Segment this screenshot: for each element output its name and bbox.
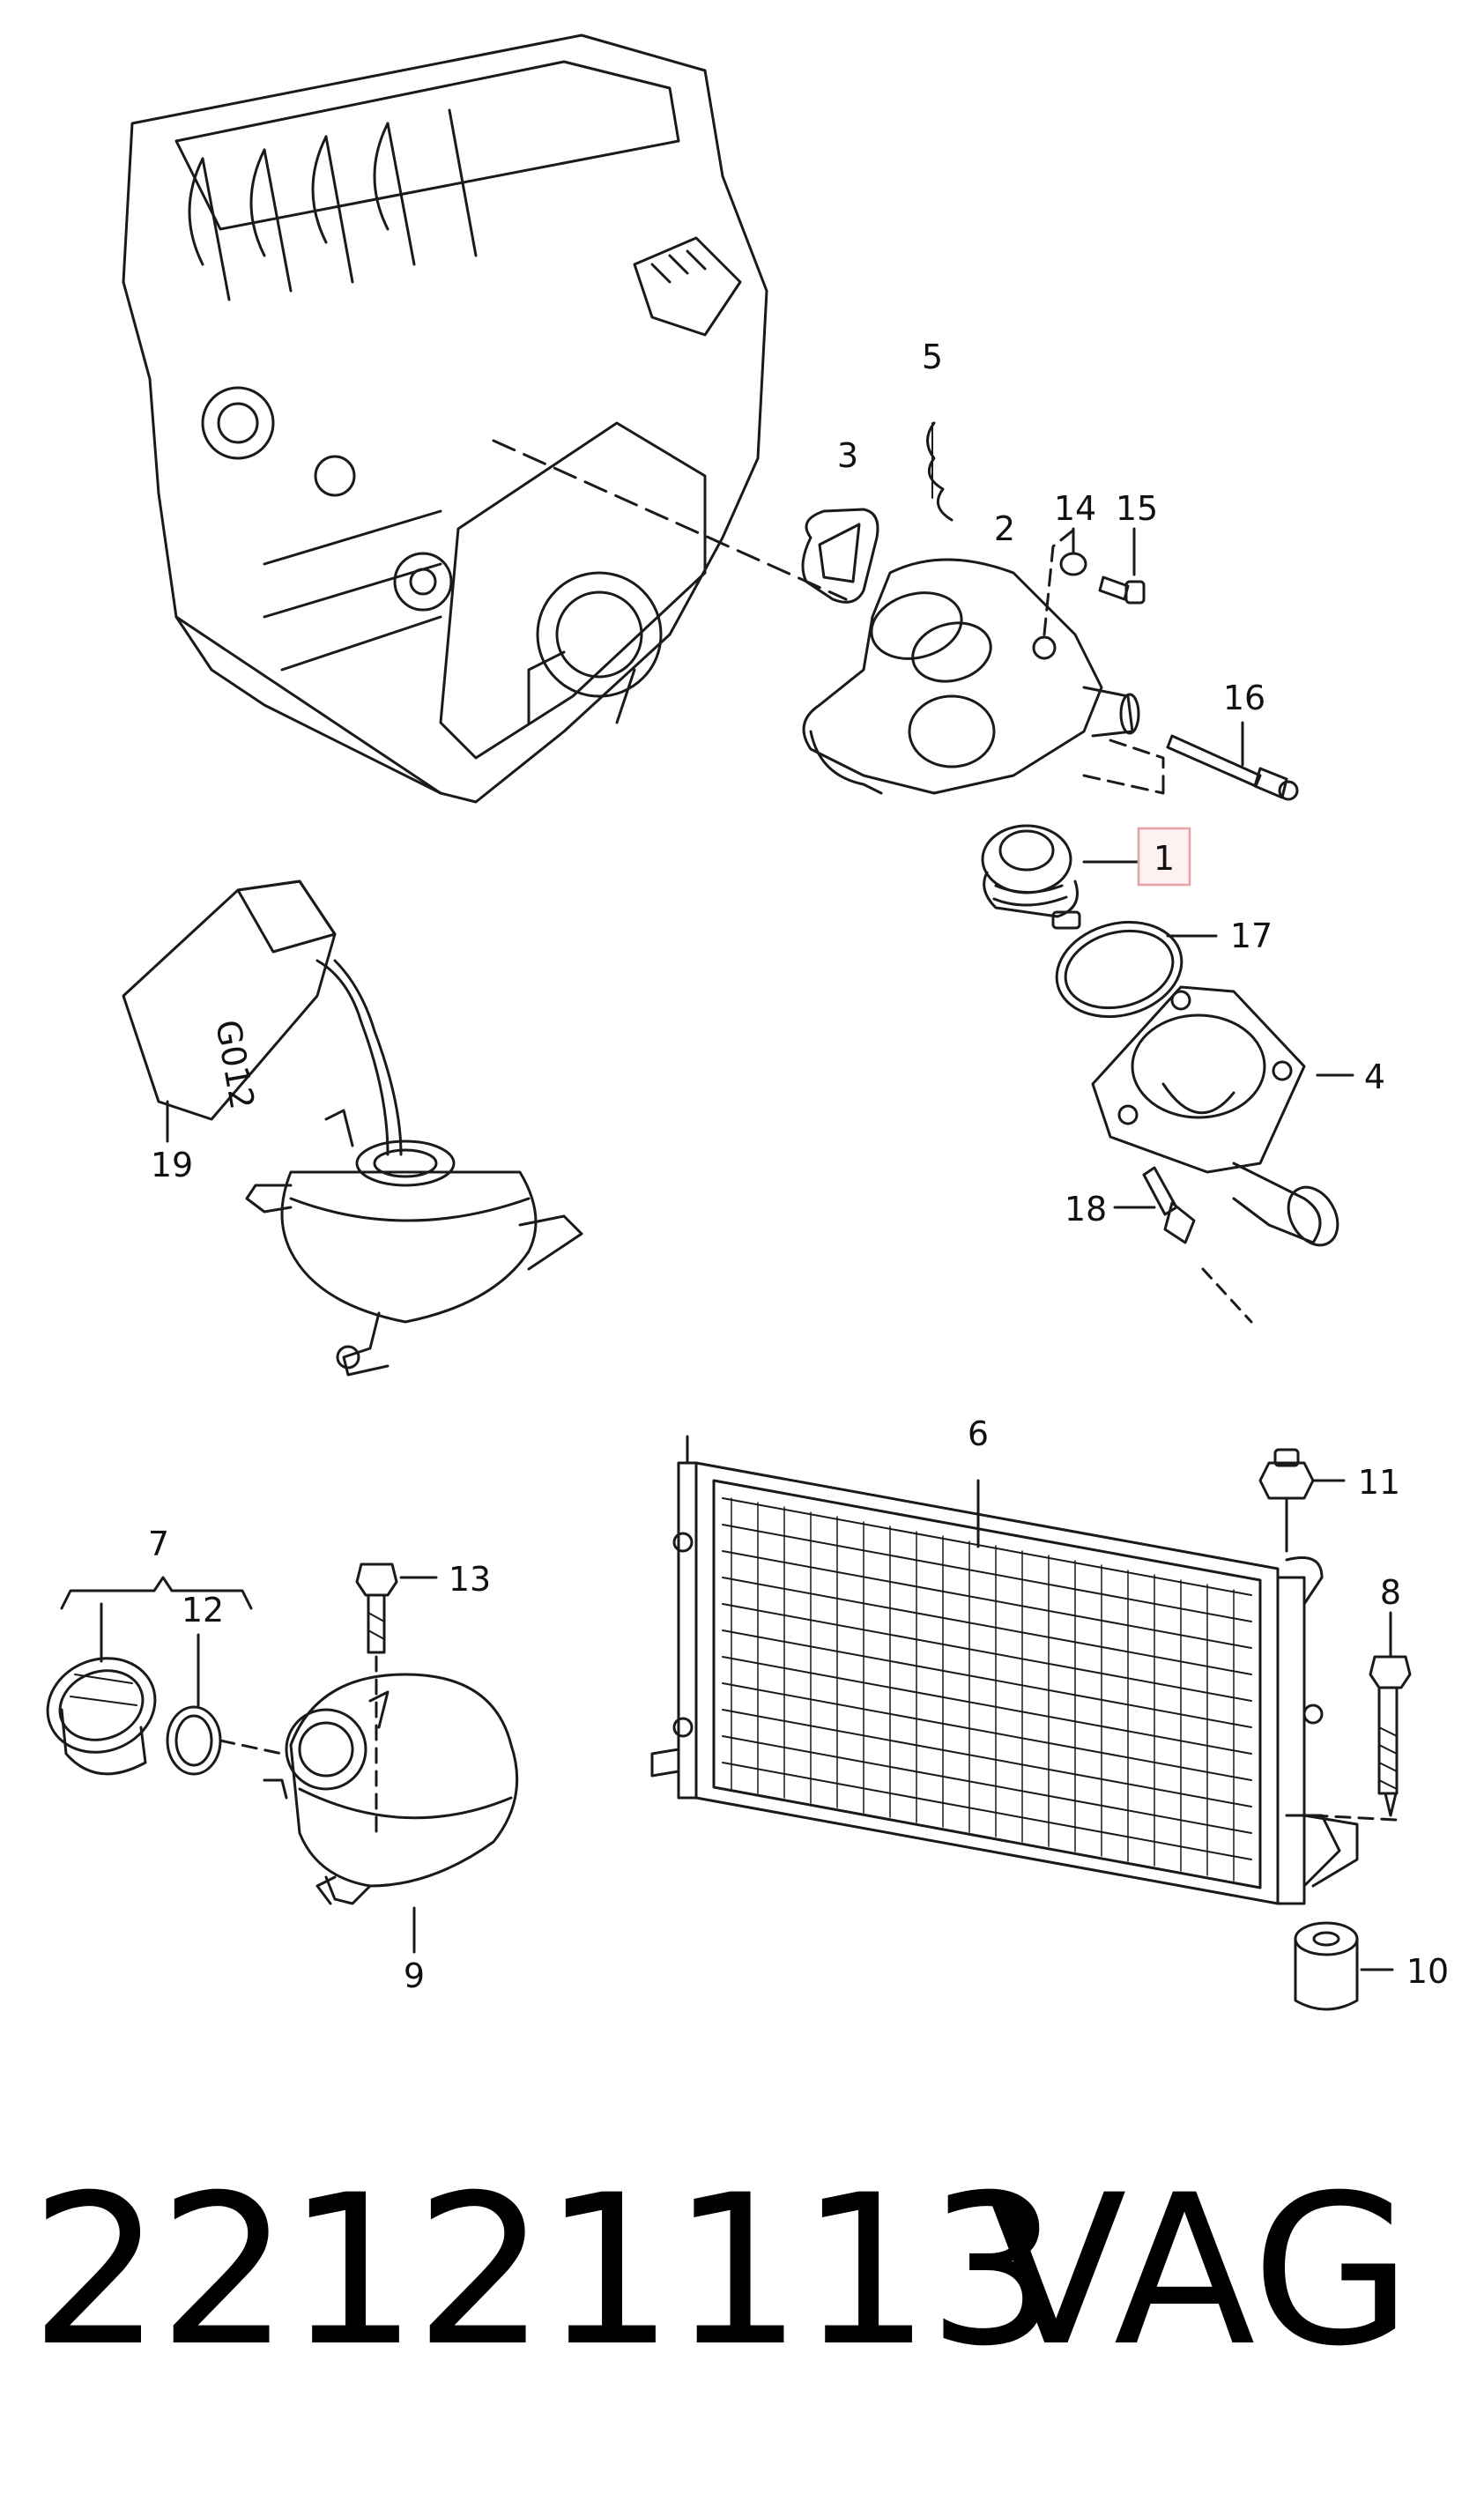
callout-5: 5 xyxy=(922,338,943,376)
part-16-bolt xyxy=(1166,721,1299,801)
part-3-gasket xyxy=(801,508,879,604)
part-5-wire xyxy=(926,421,953,522)
part-number: 22121113 xyxy=(30,2151,1059,2392)
engine-leader-line xyxy=(492,439,848,601)
part-11-radiator-cap xyxy=(1258,1448,1346,1553)
callout-1: 1 xyxy=(1154,839,1175,878)
callout-6: 6 xyxy=(968,1414,989,1453)
callout-13: 13 xyxy=(449,1560,491,1599)
callout-11: 11 xyxy=(1358,1463,1400,1502)
callout-16: 16 xyxy=(1223,679,1265,717)
part-13-bolt xyxy=(355,1563,438,1835)
callout-4: 4 xyxy=(1364,1058,1385,1096)
engine-block xyxy=(122,33,768,804)
callout-1-highlight xyxy=(1137,827,1191,887)
callout-7: 7 xyxy=(148,1525,169,1563)
part-7-bracket xyxy=(60,1576,253,1610)
part-1-thermostat xyxy=(981,824,1143,930)
callout-18: 18 xyxy=(1065,1190,1107,1229)
coolant-bottle-label: G012 xyxy=(208,1017,262,1112)
parts-diagram: G012 xyxy=(46,33,1449,2011)
callout-19: 19 xyxy=(151,1146,193,1184)
upper-expansion-tank xyxy=(245,1109,583,1377)
brand-name: VAG xyxy=(985,2151,1413,2392)
callout-10: 10 xyxy=(1406,1952,1449,1991)
callout-17: 17 xyxy=(1230,917,1273,955)
part-15-bolt xyxy=(1098,527,1146,605)
callout-14: 14 xyxy=(1054,489,1096,528)
part-17-o-ring xyxy=(1055,920,1218,1019)
callout-15: 15 xyxy=(1116,489,1158,528)
part-19-coolant-bottle xyxy=(122,880,403,1156)
part-2-thermostat-housing xyxy=(802,558,1140,795)
part-14-washer xyxy=(1059,552,1087,576)
part-6-radiator xyxy=(650,1435,1359,1905)
part-7-filler-cap xyxy=(46,1602,157,1776)
part-18-bolt xyxy=(1113,1166,1253,1324)
callout-8: 8 xyxy=(1380,1573,1401,1612)
part-10-rubber-bushing xyxy=(1294,1921,1394,2011)
callout-2: 2 xyxy=(994,509,1015,548)
part-9-expansion-tank xyxy=(263,1673,519,1954)
part-4-coolant-flange xyxy=(1091,985,1354,1247)
callouts: 1 2 3 4 5 6 7 8 9 10 11 12 13 14 15 16 1… xyxy=(148,338,1449,1995)
part-12-o-ring xyxy=(166,1633,284,1776)
callout-12: 12 xyxy=(182,1591,224,1629)
callout-9: 9 xyxy=(404,1956,425,1995)
callout-3: 3 xyxy=(837,436,858,475)
part-8-bolt xyxy=(1311,1611,1412,1822)
